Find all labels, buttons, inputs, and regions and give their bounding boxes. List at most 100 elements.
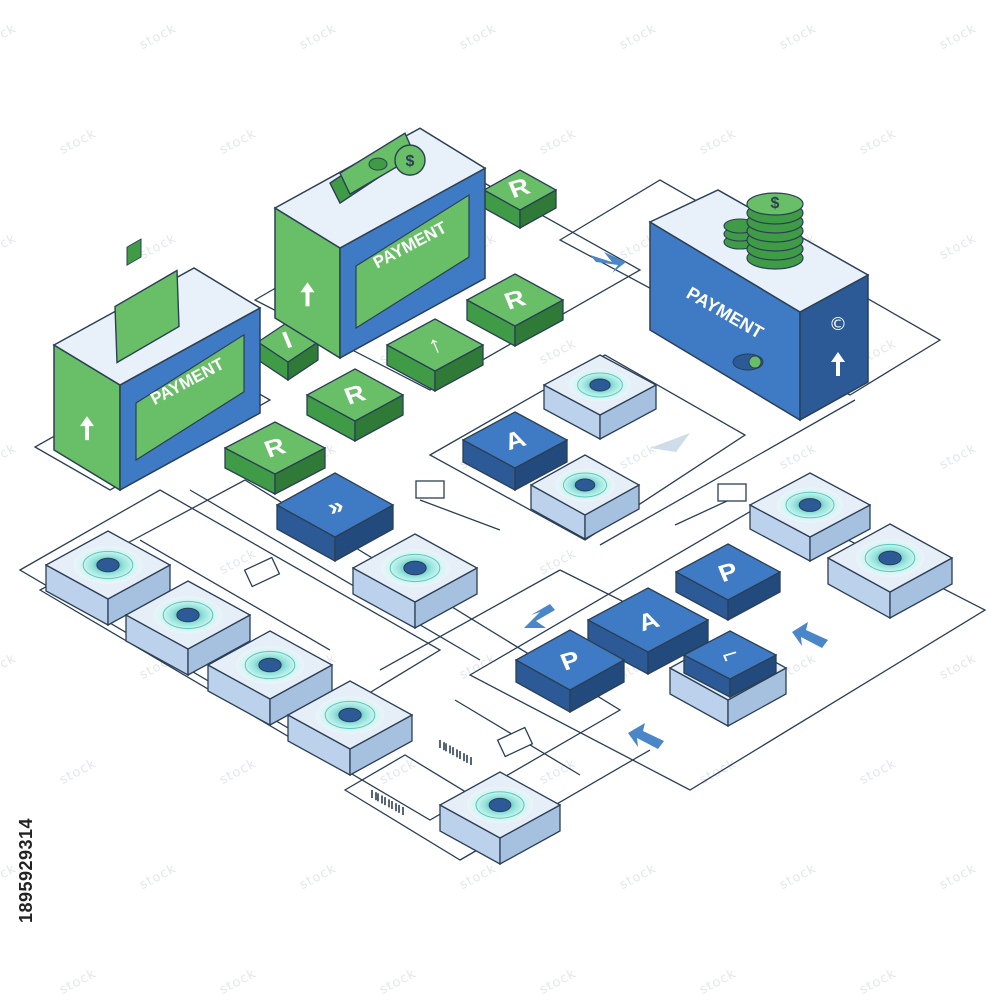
watermark-text: stock [0, 441, 19, 473]
payment-terminal-2[interactable]: PAYMENT$ [273, 127, 487, 360]
watermark-text: stock [297, 21, 339, 53]
up-arrow-icon [300, 282, 315, 307]
key-p-blue[interactable]: P [514, 629, 626, 714]
key-sensor[interactable] [748, 472, 872, 563]
watermark-text: stock [857, 126, 899, 158]
glow-ring-icon [864, 543, 916, 573]
key-top [482, 169, 558, 211]
glow-ring-icon [577, 372, 623, 398]
glow-ring-icon [244, 650, 296, 680]
coin-icon [746, 192, 804, 216]
watermark-text: stock [137, 231, 179, 263]
sensor-button-icon [589, 378, 611, 392]
floor-marker [243, 556, 281, 588]
key-p-blue[interactable]: P [674, 543, 782, 622]
key-sensor[interactable] [44, 530, 172, 627]
card-chip-icon [126, 238, 142, 266]
watermark-text: stock [537, 756, 579, 788]
key-chevron-blue[interactable]: » [275, 472, 395, 563]
watermark-text: stock [0, 231, 19, 263]
watermark-text: stock [617, 441, 659, 473]
floor-line [189, 489, 481, 661]
key-top [465, 273, 565, 327]
watermark-text: stock [537, 966, 579, 998]
watermark-text: stock [297, 861, 339, 893]
floor-marker [717, 483, 747, 502]
sensor-button-icon [878, 550, 902, 566]
key-r-green[interactable]: R [223, 421, 327, 496]
glow-ring-icon [162, 600, 214, 630]
glow-ring-icon [562, 472, 608, 498]
glow-ring-icon [389, 553, 441, 583]
floor-line [379, 569, 561, 671]
banknote-seal-icon [368, 157, 388, 171]
key-top [514, 629, 626, 691]
direction-arrows [524, 252, 828, 749]
watermark-text: stock [857, 756, 899, 788]
up-arrow-icon [831, 352, 845, 376]
watermark-text: stock [937, 861, 979, 893]
watermark-text: stock [537, 336, 579, 368]
sensor-button-icon [488, 797, 512, 813]
watermark-text: stock [457, 651, 499, 683]
coin-symbol: $ [406, 153, 415, 170]
watermark-text: stock [937, 21, 979, 53]
sensor-button-icon [96, 557, 120, 573]
key-a-blue[interactable]: A [586, 587, 710, 676]
key-top [305, 368, 405, 422]
watermark-text: stock [377, 756, 419, 788]
key-arrow-green[interactable]: ↑ [385, 318, 485, 393]
glow-ring-icon [785, 491, 835, 519]
watermark-text: stock [537, 126, 579, 158]
payment-terminal-1[interactable]: PAYMENT [52, 238, 262, 492]
watermark-text: stock [777, 441, 819, 473]
key-sensor[interactable] [206, 630, 334, 727]
sensor-button-icon [258, 657, 282, 673]
glow-ring-icon [475, 791, 525, 819]
copyright-symbol: © [829, 314, 847, 335]
payment-terminal-3[interactable]: PAYMENT$© [648, 189, 870, 422]
terminal-screen [135, 333, 245, 462]
key-r-top[interactable]: R [482, 169, 558, 230]
floor-line [139, 539, 331, 651]
watermark-text: stock [537, 546, 579, 578]
watermark-text: stock [937, 651, 979, 683]
key-top [275, 472, 395, 538]
arrow-up-left-icon [628, 723, 664, 749]
watermark-text: stock [777, 861, 819, 893]
key-r-green[interactable]: R [465, 273, 565, 348]
key-sensor[interactable] [124, 580, 252, 677]
watermark-text: stock [617, 861, 659, 893]
watermark-text: stock [0, 21, 19, 53]
key-sensor[interactable] [351, 533, 479, 630]
key-top [674, 543, 782, 601]
coin-symbol: $ [771, 195, 780, 212]
stock-id-text: 1895929314 [16, 817, 37, 923]
key-sensor[interactable] [542, 354, 658, 441]
key-sensor[interactable] [286, 680, 414, 777]
sensor-button-icon [403, 560, 427, 576]
key-top [385, 318, 485, 372]
floor-zone-right-grid [468, 499, 987, 791]
watermark-text: stock [57, 756, 99, 788]
watermark-text: stock [57, 126, 99, 158]
key-sensor[interactable] [438, 771, 562, 866]
key-sensor[interactable] [529, 454, 641, 541]
sensor-button-icon [574, 478, 596, 492]
watermark-text: stock [377, 966, 419, 998]
watermark-text: stock [217, 756, 259, 788]
watermark-text: stock [937, 231, 979, 263]
floor-marker [415, 480, 445, 499]
sensor-button-icon [798, 498, 822, 512]
key-sensor[interactable] [826, 523, 954, 620]
key-r-green[interactable]: R [305, 368, 405, 443]
key-curve-blue[interactable]: ⌐ [682, 630, 778, 699]
arrow-down-right-icon [590, 252, 626, 273]
watermark-text: stock [697, 756, 739, 788]
key-a-blue[interactable]: A [461, 411, 569, 492]
coin-icon [394, 144, 426, 176]
watermark-text: stock [777, 21, 819, 53]
